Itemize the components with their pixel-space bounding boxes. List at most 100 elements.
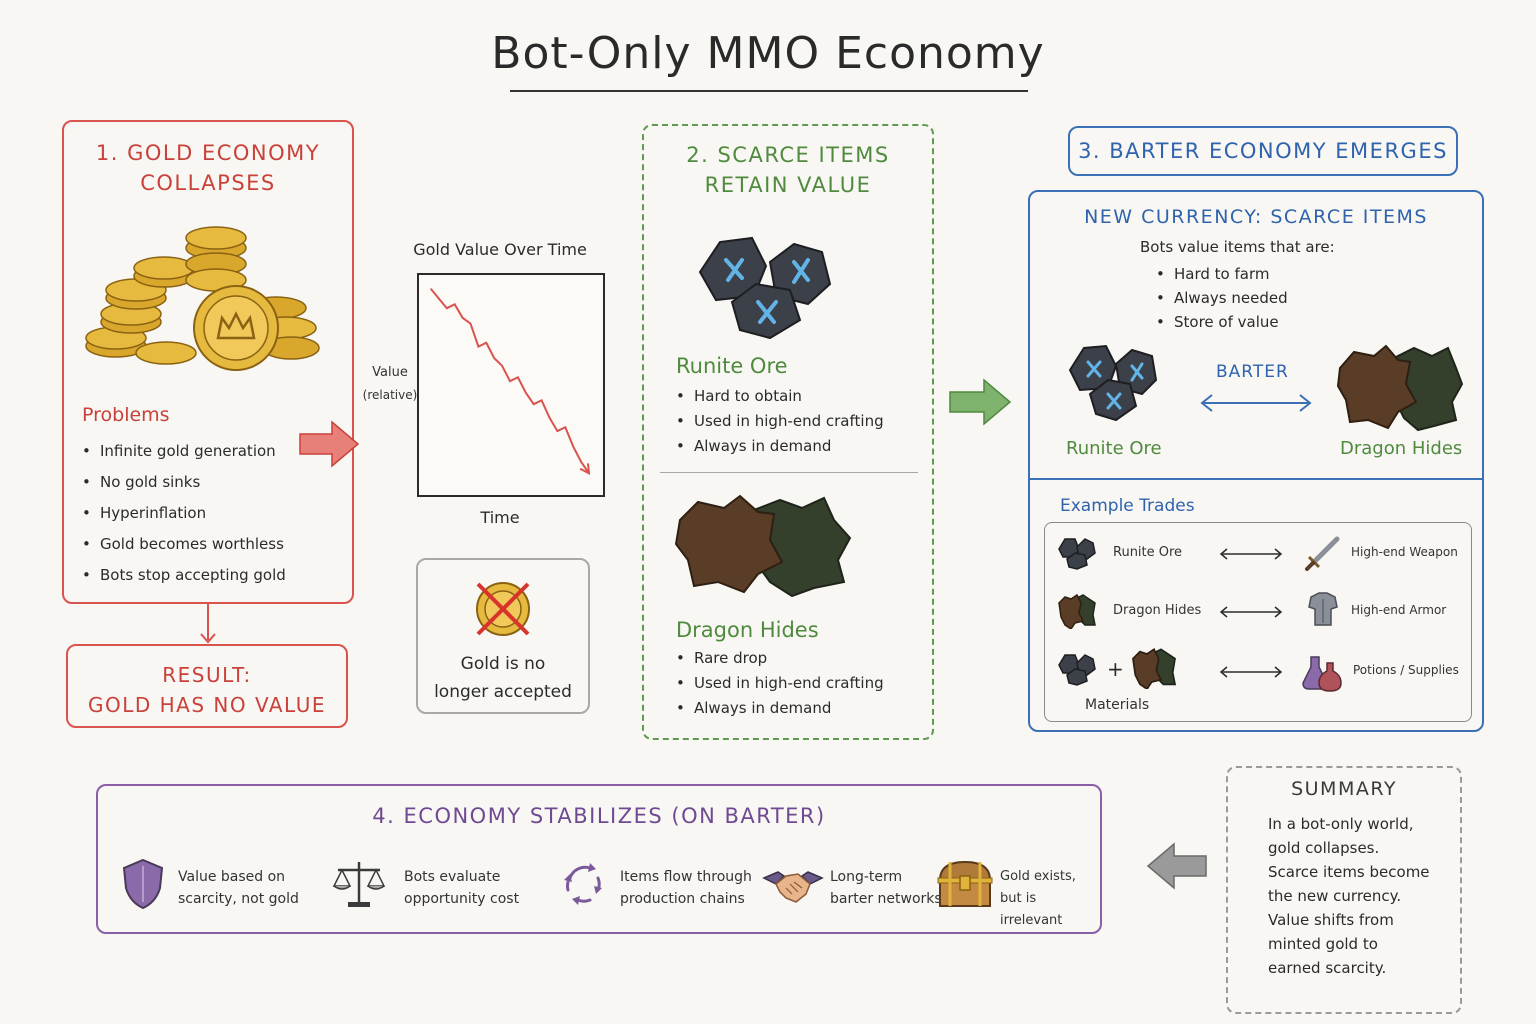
trade-get: High-end Weapon [1351, 545, 1458, 559]
list-item: Infinite gold generation [82, 436, 286, 467]
barter-label: BARTER [1216, 362, 1289, 382]
barter-right-item: Dragon Hides [1340, 438, 1463, 459]
chart-point [564, 426, 567, 429]
chart-point [517, 376, 519, 379]
list-item: No gold sinks [82, 467, 286, 498]
double-arrow-icon [1219, 606, 1283, 618]
list-item: Used in high-end crafting [676, 409, 884, 434]
chart-point [501, 365, 503, 367]
stabilize-line1: Gold exists, [1000, 869, 1076, 884]
chart-ylabel-line2: (relative) [362, 388, 418, 402]
double-arrow-icon [1200, 394, 1312, 412]
list-item: Hyperinflation [82, 498, 286, 529]
list-item: Store of value [1156, 310, 1288, 334]
list-item: Gold becomes worthless [82, 529, 286, 560]
plus-sign: + [1107, 657, 1124, 681]
treasure-chest-icon [937, 860, 993, 907]
double-arrow-icon [1219, 548, 1283, 560]
cycle-arrows-icon [564, 863, 602, 905]
chart-point [430, 288, 432, 290]
scales-icon [332, 862, 386, 907]
item1-points: Hard to obtain Used in high-end crafting… [676, 384, 884, 459]
dragon-hides-icon [1132, 648, 1177, 689]
stabilize-item-text: Items flow through production chains [620, 866, 752, 910]
armor-icon [1308, 592, 1338, 626]
list-item: Bots stop accepting gold [82, 560, 286, 591]
title-underline [510, 90, 1028, 92]
summary-line: In a bot-only world, [1268, 815, 1414, 833]
page-title: Bot-Only MMO Economy [491, 28, 1045, 79]
summary-line: minted gold to [1268, 935, 1378, 953]
summary-line: gold collapses. [1268, 839, 1380, 857]
currency-title: NEW CURRENCY: SCARCE ITEMS [1084, 206, 1428, 228]
stabilize-line1: Long-term [830, 869, 903, 885]
trade-give: Runite Ore [1113, 545, 1183, 560]
arrow-left-icon [1146, 842, 1207, 890]
runite-ore-icon [1058, 654, 1096, 686]
arrow-down-icon [200, 604, 216, 644]
list-item: Always in demand [676, 696, 884, 721]
double-arrow-icon [1219, 666, 1283, 678]
trade-get: High-end Armor [1351, 603, 1447, 617]
runite-ore-icon [698, 236, 832, 340]
arrow-right-icon [299, 420, 360, 468]
arrow-right-icon [949, 378, 1012, 426]
result-box: RESULT: GOLD HAS NO VALUE [66, 644, 348, 728]
stabilize-line1: Items flow through [620, 869, 752, 885]
summary-line: earned scarcity. [1268, 959, 1387, 977]
section3-title-box: 3. BARTER ECONOMY EMERGES [1068, 126, 1458, 176]
stabilize-line2: production chains [620, 891, 745, 907]
chart-ylabel-line1: Value [372, 365, 408, 380]
list-item: Hard to farm [1156, 262, 1288, 286]
gold-coin-crossed-icon [476, 582, 530, 636]
chart-point [509, 380, 511, 382]
summary-box: SUMMARY In a bot-only world, gold collap… [1226, 766, 1462, 1014]
handshake-icon [762, 871, 824, 903]
result-line1: RESULT: [162, 663, 252, 687]
chart-point [532, 403, 535, 405]
section-barter-economy: NEW CURRENCY: SCARCE ITEMS Bots value it… [1028, 190, 1484, 732]
chart-point [469, 322, 472, 325]
gold-note-line1: Gold is no [460, 654, 546, 674]
stabilize-item-text: Gold exists, but is irrelevant [1000, 866, 1100, 932]
chart-point [477, 345, 480, 348]
chart-point [556, 430, 559, 432]
list-item: Always in demand [676, 434, 884, 459]
section2-title-line1: 2. SCARCE ITEMS [686, 143, 890, 167]
stabilize-line2: but is irrelevant [1000, 891, 1063, 928]
summary-line: Scarce items become [1268, 863, 1430, 881]
stabilize-line2: scarcity, not gold [178, 891, 299, 907]
trade-get: Potions / Supplies [1353, 663, 1459, 677]
list-item: Used in high-end crafting [676, 671, 884, 696]
summary-line: Value shifts from [1268, 911, 1394, 929]
dragon-hides-icon [1336, 344, 1464, 432]
gold-note-line2: longer accepted [434, 682, 572, 702]
gold-rejected-box: Gold is no longer accepted [416, 558, 590, 714]
section3-title: 3. BARTER ECONOMY EMERGES [1078, 139, 1448, 163]
trades-heading: Example Trades [1060, 496, 1195, 516]
runite-ore-icon [1058, 538, 1096, 570]
result-line2: GOLD HAS NO VALUE [88, 693, 326, 717]
shield-icon [122, 858, 164, 910]
stabilize-line1: Value based on [178, 869, 286, 885]
item1-name: Runite Ore [676, 354, 788, 378]
chart-plot-area [417, 273, 605, 497]
trades-table: Runite Ore High-end Weapon Dragon Hides … [1044, 522, 1472, 722]
problems-list: Infinite gold generation No gold sinks H… [82, 436, 286, 591]
chart-point [493, 357, 495, 359]
barter-left-item: Runite Ore [1066, 438, 1162, 459]
stabilize-line2: barter networks [830, 891, 942, 907]
stabilize-line1: Bots evaluate [404, 869, 501, 885]
problems-heading: Problems [82, 404, 170, 426]
dragon-hides-icon [1058, 593, 1096, 629]
section1-title-line1: 1. GOLD ECONOMY [95, 141, 321, 165]
chart-point [548, 416, 551, 419]
section4-title: 4. ECONOMY STABILIZES (ON BARTER) [372, 804, 826, 828]
chart-point [485, 341, 488, 344]
stabilize-item-text: Bots evaluate opportunity cost [404, 866, 519, 910]
stabilize-line2: opportunity cost [404, 891, 520, 907]
chart-point [588, 472, 590, 475]
item2-points: Rare drop Used in high-end crafting Alwa… [676, 646, 884, 721]
stabilize-item-text: Value based on scarcity, not gold [178, 866, 299, 910]
stabilize-item-text: Long-term barter networks [830, 866, 942, 910]
